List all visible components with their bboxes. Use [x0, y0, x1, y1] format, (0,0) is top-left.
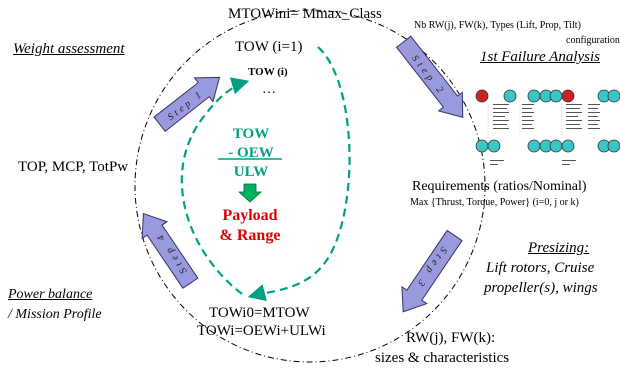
presizing-line2: propeller(s), wings — [484, 280, 598, 296]
failure-diagram-left — [475, 89, 553, 165]
tow-eq-line2: - OEW — [228, 145, 274, 161]
failure-title: 1st Failure Analysis — [480, 49, 600, 65]
req-line2: Max {Thrust, Torque, Power} (i=0, j or k… — [410, 197, 579, 208]
power-balance-line2: / Mission Profile — [8, 307, 102, 322]
top-title: MTOWini= Mmax_Class — [228, 6, 382, 22]
power-list: TOP, MCP, TotPw — [18, 159, 129, 175]
presizing-title: Presizing: — [528, 240, 590, 256]
tow-i: TOW (i) — [248, 66, 288, 78]
iteration-loop-right — [247, 46, 351, 302]
payload-line2: & Range — [219, 227, 281, 244]
tow-first: TOW (i=1) — [235, 39, 303, 55]
towi0-text: TOWi0=MTOW — [209, 305, 310, 321]
cycle-circle — [134, 9, 486, 363]
req-line1: Requirements (ratios/Nominal) — [412, 179, 587, 194]
nb-line1: Nb RW(j), FW(k), Types (Lift, Prop, Tilt… — [414, 20, 581, 31]
failure-diagram-right — [549, 89, 620, 165]
step4-arrow: Step 4 — [141, 212, 199, 289]
weight-assessment-title: Weight assessment — [13, 41, 125, 57]
power-balance-line1: Power balance — [8, 287, 93, 302]
towi-text: TOWi=OEWi+ULWi — [197, 323, 326, 339]
down-arrow-icon — [237, 183, 263, 203]
presizing-line1: Lift rotors, Cruise — [486, 260, 595, 276]
rw-line2: sizes & characteristics — [375, 350, 510, 366]
rw-line1: RW(j), FW(k): — [406, 330, 496, 346]
ellipsis: … — [262, 82, 276, 97]
iteration-loop-left — [180, 77, 250, 295]
tow-eq-line3: ULW — [233, 164, 269, 180]
nb-line2: configuration — [566, 35, 620, 46]
tow-eq-line1: TOW — [232, 126, 270, 142]
step3-arrow: Step 3 — [401, 229, 463, 313]
step2-arrow: Step 2 — [395, 35, 464, 119]
payload-line1: Payload — [222, 207, 278, 224]
